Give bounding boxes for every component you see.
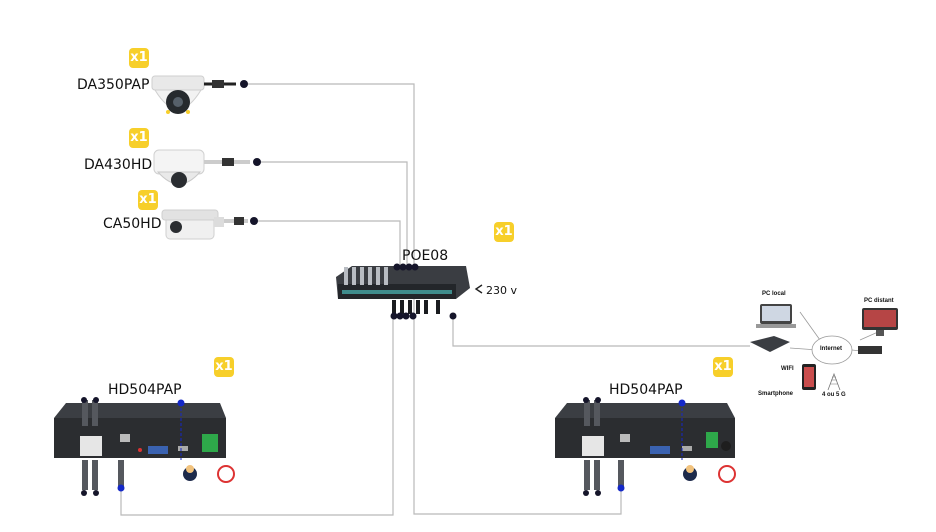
network-panel bbox=[750, 289, 920, 401]
recorder-label-right: HD504PAP bbox=[609, 382, 683, 398]
poe-switch-icon bbox=[336, 266, 483, 314]
recorder-label-left: HD504PAP bbox=[108, 382, 182, 398]
nvr-recorder-icon bbox=[555, 397, 736, 496]
cable-da430hd bbox=[257, 161, 408, 265]
connector-dots bbox=[240, 80, 457, 320]
quantity-badge: x1 bbox=[494, 222, 514, 242]
quantity-badge: x1 bbox=[129, 128, 149, 148]
cable-recorder-left bbox=[120, 316, 394, 516]
quantity-badge: x1 bbox=[214, 357, 234, 377]
camera-label-ca50hd: CA50HD bbox=[103, 216, 162, 232]
camera-label-da350pap: DA350PAP bbox=[77, 77, 150, 93]
cable-ca50hd bbox=[254, 220, 401, 265]
bullet-camera-icon bbox=[161, 209, 248, 240]
wifi-label: WIFI bbox=[781, 366, 794, 372]
internet-label: Internet bbox=[820, 346, 843, 352]
nvr-recorder-icon bbox=[54, 397, 235, 496]
smartphone-label: Smartphone bbox=[758, 391, 794, 397]
camera-label-da430hd: DA430HD bbox=[84, 157, 153, 173]
pc-distant-label: PC distant bbox=[864, 298, 894, 304]
pc-local-label: PC local bbox=[762, 291, 786, 297]
dome-camera-icon bbox=[151, 75, 236, 114]
switch-label: POE08 bbox=[402, 248, 449, 264]
cable-da350pap bbox=[243, 83, 622, 515]
quantity-badge: x1 bbox=[713, 357, 733, 377]
quantity-badge: x1 bbox=[129, 48, 149, 68]
mobile-network-label: 4 ou 5 G bbox=[822, 392, 846, 398]
cable-router bbox=[452, 316, 752, 347]
dome-camera-icon bbox=[153, 149, 250, 188]
power-label: 230 v bbox=[486, 284, 518, 297]
cable-network bbox=[120, 83, 752, 516]
quantity-badge: x1 bbox=[138, 190, 158, 210]
